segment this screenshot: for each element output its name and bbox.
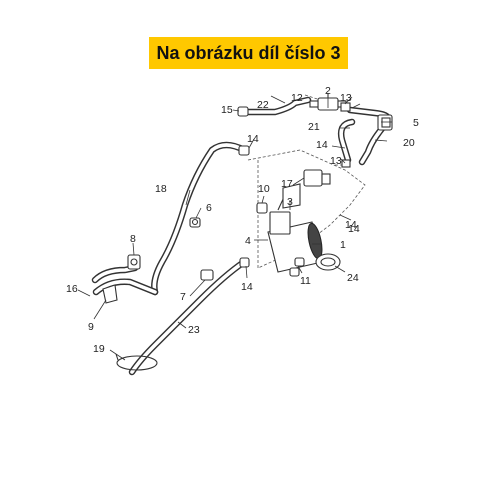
part-8-valve — [127, 254, 141, 270]
callout-10: 10 — [258, 183, 270, 195]
part-24-ring — [315, 253, 341, 271]
part-19-clamp — [115, 353, 158, 371]
callout-14-upper-left: 14 — [247, 133, 259, 145]
hose-23 — [128, 257, 250, 376]
callout-13-mid: 13 — [330, 155, 342, 167]
callout-18: 18 — [155, 183, 167, 195]
callout-14-upper-right: 14 — [316, 139, 328, 151]
part-5-bracket — [377, 114, 393, 131]
callout-7: 7 — [180, 291, 186, 303]
part-1-canister — [267, 194, 323, 273]
callout-6: 6 — [206, 202, 212, 214]
callout-23: 23 — [188, 324, 200, 336]
part-6-fitting — [189, 217, 201, 228]
part-10-screw — [256, 202, 268, 214]
callout-2: 2 — [325, 85, 331, 97]
callout-14-right: 14 — [345, 219, 357, 231]
callout-8: 8 — [130, 233, 136, 245]
part-17-valve — [303, 169, 331, 187]
hose-22 — [237, 96, 312, 117]
part-11-nut — [289, 257, 305, 277]
callout-24: 24 — [347, 272, 359, 284]
callout-19: 19 — [93, 343, 105, 355]
banner-text: Na obrázku díl číslo 3 — [156, 42, 341, 63]
clamp-13-top — [340, 102, 351, 112]
part-3-bracket — [282, 183, 301, 209]
callout-14-bottom: 14 — [241, 281, 253, 293]
callout-22: 22 — [257, 99, 269, 111]
hose-9 — [91, 264, 159, 304]
callout-1: 1 — [340, 239, 346, 251]
callouts: 1 2 3 4 5 6 7 8 9 10 11 12 13 13 14 14 1… — [66, 85, 419, 355]
hose-21 — [337, 118, 356, 164]
clamp-13-mid — [341, 159, 351, 168]
callout-20: 20 — [403, 137, 415, 149]
callout-5: 5 — [413, 117, 419, 129]
callout-21: 21 — [308, 121, 320, 133]
callout-11: 11 — [300, 275, 311, 287]
callout-4: 4 — [245, 235, 251, 247]
callout-16: 16 — [66, 283, 78, 295]
callout-14-canister: 14 — [348, 223, 360, 235]
hose-18 — [151, 141, 250, 296]
callout-17: 17 — [281, 178, 293, 190]
callout-13-top: 13 — [340, 92, 352, 104]
callout-3: 3 — [287, 196, 293, 208]
leader-lines — [77, 95, 392, 361]
callout-12: 12 — [291, 92, 303, 104]
part-number-banner: Na obrázku díl číslo 3 — [149, 37, 348, 69]
callout-15: 15 — [221, 104, 233, 116]
part-7-clip — [200, 269, 214, 281]
callout-9: 9 — [88, 321, 94, 333]
